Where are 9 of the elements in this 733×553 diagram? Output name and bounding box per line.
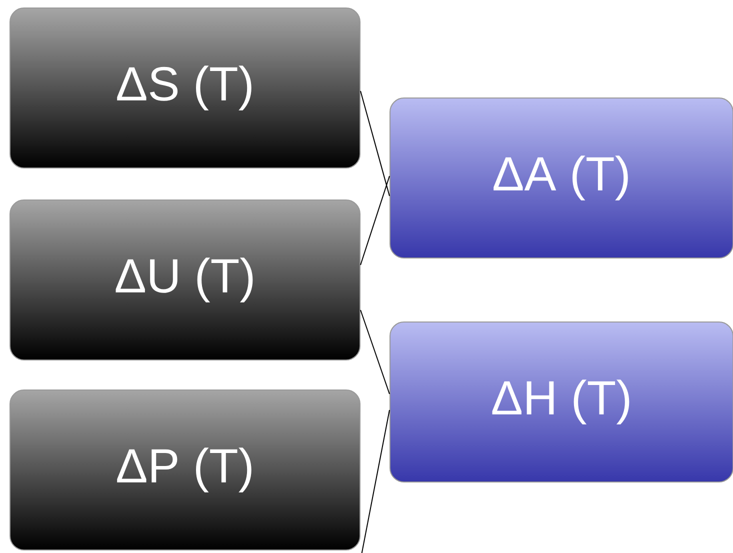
connector-line — [360, 90, 390, 196]
connector-line — [360, 310, 390, 394]
connector-line — [360, 175, 390, 266]
rounded-box: ΔP (T) — [10, 389, 360, 550]
rounded-box: ΔA (T) — [390, 98, 733, 258]
rounded-box: ΔH (T) — [390, 321, 733, 482]
rounded-box: ΔS (T) — [10, 8, 360, 168]
rounded-box: ΔU (T) — [10, 200, 360, 360]
connector-line — [360, 409, 390, 553]
